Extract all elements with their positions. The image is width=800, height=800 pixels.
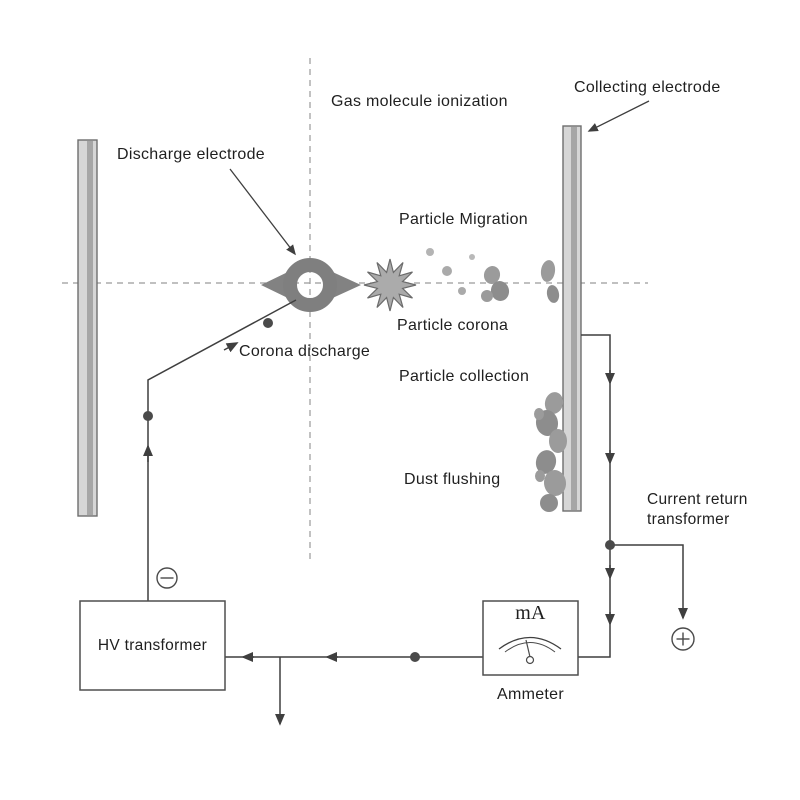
- negative-terminal-icon: [156, 567, 178, 589]
- collecting-electrode-plate: [562, 125, 582, 512]
- junction-dots: [143, 318, 615, 662]
- label-current-return-transformer: Current return transformer: [647, 491, 748, 529]
- discharge-side-plate: [77, 139, 98, 517]
- label-collecting-electrode: Collecting electrode: [574, 79, 721, 96]
- label-meter-unit: mA: [515, 602, 546, 624]
- label-particle-migration: Particle Migration: [399, 211, 529, 228]
- ammeter-box: [482, 600, 579, 676]
- flow-arrows: [142, 342, 616, 663]
- discharge-electrode-shape: [261, 258, 361, 312]
- label-dust-flushing: Dust flushing: [404, 471, 501, 488]
- label-hv-transformer: HV transformer: [97, 636, 208, 654]
- hv-transformer-box: [79, 600, 226, 691]
- label-discharge-electrode: Discharge electrode: [117, 146, 265, 163]
- meter-scale-icon: [498, 636, 562, 665]
- collected-dust: [534, 392, 567, 512]
- label-particle-corona: Particle corona: [397, 317, 509, 334]
- axis-dashed-lines: [62, 58, 648, 562]
- positive-terminal-icon: [671, 627, 695, 651]
- corona-starburst-icon: [363, 258, 417, 312]
- circuit-wires: [147, 299, 689, 726]
- label-gas-molecule-ionization: Gas molecule ionization: [331, 93, 508, 110]
- label-ammeter: Ammeter: [497, 686, 564, 703]
- label-pointer-arrows: [229, 100, 650, 256]
- label-corona-discharge: Corona discharge: [239, 343, 371, 360]
- label-particle-collection: Particle collection: [399, 368, 530, 385]
- migrating-particles: [426, 248, 560, 303]
